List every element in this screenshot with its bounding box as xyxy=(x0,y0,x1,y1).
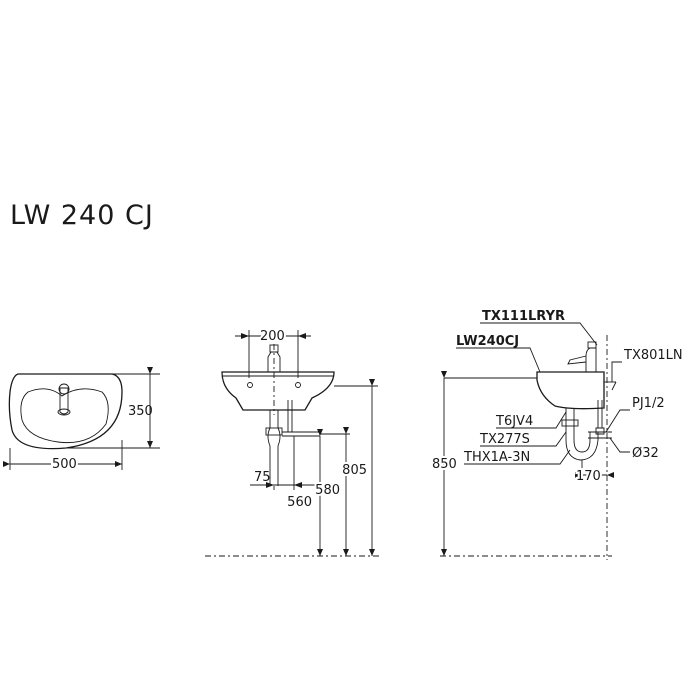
top-width-label: 500 xyxy=(52,457,77,472)
height-850-label: 850 xyxy=(432,457,457,472)
callout-pipe-diameter: Ø32 xyxy=(632,446,659,461)
callout-spout: TX801LN xyxy=(623,348,683,363)
faucet-top xyxy=(59,387,69,415)
depth-170-label: 170 xyxy=(576,469,601,484)
height-560-label: 560 xyxy=(287,495,312,510)
basin-bowl-top xyxy=(20,388,109,444)
top-depth-label: 350 xyxy=(128,404,153,419)
callout-supply: PJ1/2 xyxy=(632,396,665,411)
height-580-label: 580 xyxy=(315,483,340,498)
callout-faucet: TX111LRYR xyxy=(482,309,565,324)
model-title: LW 240 CJ xyxy=(10,200,154,231)
basin-outline-front xyxy=(221,371,335,411)
basin-outline-top xyxy=(8,373,123,450)
p-trap-side xyxy=(565,432,599,461)
callout-trap: TX277S xyxy=(479,432,530,447)
callout-basin: LW240CJ xyxy=(456,334,519,349)
height-805-label: 805 xyxy=(342,463,367,478)
drain-hole-top xyxy=(58,383,70,395)
callout-valve: T6JV4 xyxy=(495,414,533,429)
faucet-side xyxy=(567,347,597,372)
hole-spacing-label: 200 xyxy=(260,329,285,344)
callout-drain: THX1A-3N xyxy=(463,450,530,465)
drain-pipe-side xyxy=(565,408,575,440)
side-view xyxy=(440,322,630,560)
front-view xyxy=(205,330,380,557)
top-view xyxy=(3,367,160,470)
basin-outline-side xyxy=(536,371,605,410)
offset-label: 75 xyxy=(254,470,271,485)
